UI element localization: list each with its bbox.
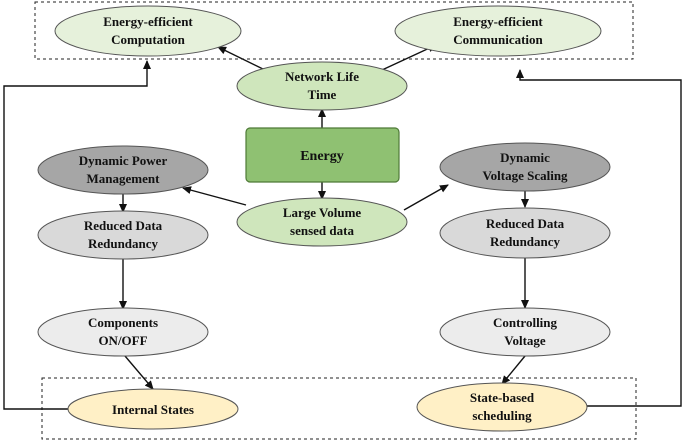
edge-life-to-computation: [217, 46, 266, 71]
edge-controlling-to-state: [501, 355, 526, 385]
rdr-left-line-2: Redundancy: [88, 236, 159, 251]
node-large-volume: Large Volume sensed data: [236, 197, 408, 247]
dvs-line-1: Dynamic: [500, 150, 550, 165]
ee-communication-line-1: Energy-efficient: [453, 14, 543, 29]
controlling-line-2: Voltage: [504, 333, 546, 348]
large-volume-line-1: Large Volume: [283, 205, 362, 220]
network-life-line-2: Time: [308, 87, 337, 102]
edge-volume-to-dpm: [182, 186, 247, 206]
rdr-right-line-1: Reduced Data: [486, 216, 565, 231]
components-line-2: ON/OFF: [98, 333, 147, 348]
node-components: Components ON/OFF: [37, 307, 209, 357]
ee-computation-line-1: Energy-efficient: [103, 14, 193, 29]
dpm-line-2: Management: [87, 171, 161, 186]
node-ee-communication: Energy-efficient Communication: [394, 5, 602, 57]
edge-state-feedback: [516, 69, 682, 407]
rdr-left-line-1: Reduced Data: [84, 218, 163, 233]
dvs-line-2: Voltage Scaling: [482, 168, 568, 183]
ee-computation-line-2: Computation: [111, 32, 185, 47]
large-volume-line-2: sensed data: [290, 223, 354, 238]
components-line-1: Components: [88, 315, 158, 330]
internal-states-label: Internal States: [112, 402, 194, 417]
network-life-line-1: Network Life: [285, 69, 359, 84]
state-scheduling-line-2: scheduling: [472, 408, 532, 423]
top-group-box: [34, 1, 634, 60]
edge-volume-to-dvs: [403, 184, 449, 211]
edges: [3, 44, 682, 410]
rdr-right-line-2: Redundancy: [490, 234, 561, 249]
edge-components-to-internal: [124, 355, 154, 390]
edge-internal-feedback: [3, 60, 151, 410]
node-state-scheduling: State-based scheduling: [416, 382, 588, 432]
dpm-line-1: Dynamic Power: [79, 153, 168, 168]
node-internal-states: Internal States: [67, 388, 239, 430]
ee-communication-line-2: Communication: [453, 32, 543, 47]
node-dpm: Dynamic Power Management: [37, 145, 209, 195]
state-scheduling-line-1: State-based: [470, 390, 535, 405]
node-controlling: Controlling Voltage: [439, 307, 611, 357]
node-network-life: Network Life Time: [236, 61, 408, 111]
controlling-line-1: Controlling: [493, 315, 558, 330]
node-ee-computation: Energy-efficient Computation: [54, 5, 242, 57]
node-rdr-right: Reduced Data Redundancy: [439, 207, 611, 259]
energy-label: Energy: [300, 149, 344, 164]
node-dvs: Dynamic Voltage Scaling: [439, 142, 611, 192]
node-rdr-left: Reduced Data Redundancy: [37, 210, 209, 260]
node-energy: Energy: [245, 127, 400, 183]
